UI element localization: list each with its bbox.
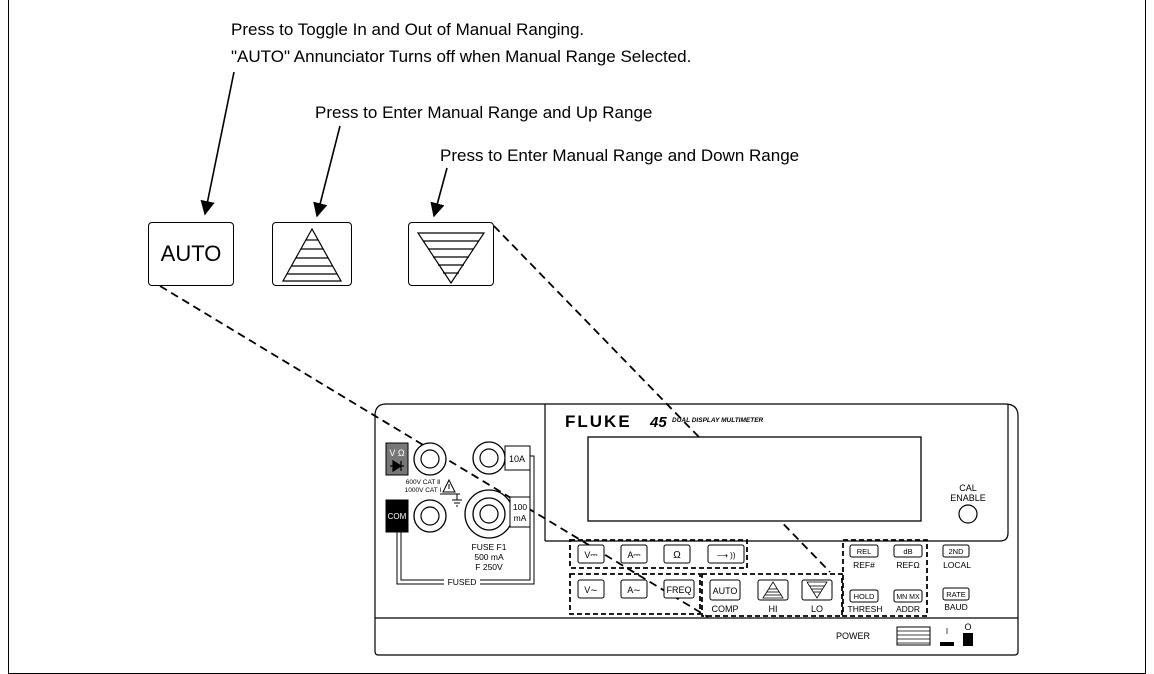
db-key-sub: REFΩ: [896, 560, 919, 570]
vac-key-label: V∼: [584, 585, 598, 595]
com-jack-inner: [420, 506, 440, 526]
hold-key-label: HOLD: [854, 592, 875, 601]
mnmx-key[interactable]: [893, 589, 923, 603]
ohm-key-label: Ω: [673, 550, 681, 561]
multimeter-body: [374, 403, 1019, 656]
vdc-key-label: V⎓: [584, 550, 597, 560]
hundred-ma-label-line2: mA: [514, 513, 527, 523]
power-button[interactable]: [896, 626, 931, 646]
big-auto-key-label: AUTO: [160, 241, 222, 266]
power-off-label: O: [964, 622, 971, 632]
fuse-label-line2: 500 mA: [474, 552, 504, 562]
right-keys-group: REL REF# dB REFΩ HOLD THRESH MN MX ADDR: [842, 539, 928, 617]
hold-key[interactable]: [849, 589, 879, 603]
second-key-sub: LOCAL: [943, 560, 971, 570]
rate-key[interactable]: [942, 587, 970, 601]
rel-key-sub: REF#: [853, 560, 875, 570]
fused-bracket: [396, 455, 535, 585]
big-up-range-key[interactable]: [272, 222, 352, 286]
hundred-ma-label-line1: 100: [513, 502, 527, 512]
adc-key-label: A⎓: [627, 550, 640, 560]
up-range-callout: Press to Enter Manual Range and Up Range: [315, 103, 653, 122]
figure-frame-left-edge: [8, 0, 9, 674]
up-range-key[interactable]: [757, 579, 789, 601]
auto-range-key[interactable]: [709, 579, 741, 601]
big-auto-key[interactable]: AUTO: [148, 222, 234, 286]
diode-icon: [390, 459, 404, 473]
fluke-logo: FLUKE: [565, 412, 632, 431]
auto-range-key-label: AUTO: [713, 586, 738, 596]
second-key-label: 2ND: [948, 547, 964, 556]
model-subtitle: DUAL DISPLAY MULTIMETER: [672, 417, 764, 424]
down-range-callout-arrow: [430, 167, 448, 218]
rel-key[interactable]: [849, 544, 879, 558]
range-keys-group: AUTO COMP HI LO: [701, 573, 843, 617]
down-range-callout: Press to Enter Manual Range and Down Ran…: [440, 146, 800, 165]
power-off-icon: [963, 633, 973, 646]
cat-rating-line2: 1000V CAT Ⅰ: [405, 487, 442, 494]
down-leader-dashed: [493, 225, 831, 573]
auto-callout-line1: Press to Toggle In and Out of Manual Ran…: [231, 20, 585, 39]
aac-key[interactable]: [620, 579, 648, 599]
warning-triangle-icon: [442, 478, 456, 493]
db-key-label: dB: [903, 547, 912, 556]
cal-enable-button[interactable]: [958, 504, 978, 524]
hold-key-sub: THRESH: [848, 604, 883, 614]
down-range-sub-label: LO: [811, 604, 823, 614]
ten-amp-label: 10A: [509, 454, 525, 464]
function-keys-group: V⎓ A⎓ Ω ⟶ )) V∼ A∼ FREQ: [569, 539, 748, 615]
cat-rating-line1: 600V CAT Ⅱ: [406, 479, 440, 486]
big-down-triangle-icon: [416, 232, 486, 285]
vdc-key[interactable]: [577, 544, 605, 564]
power-on-icon: [940, 642, 954, 646]
v-ohm-jack-label-bg: [385, 442, 409, 476]
power-on-label: I: [946, 627, 948, 636]
cal-enable-label-line1: CAL: [959, 483, 977, 493]
big-up-triangle-icon: [281, 227, 343, 282]
aac-key-label: A∼: [627, 585, 641, 595]
rate-key-label: RATE: [946, 590, 965, 599]
auto-callout-arrow: [200, 71, 235, 216]
rate-key-sub: BAUD: [944, 602, 968, 612]
lcd-display-window: [587, 436, 922, 522]
auto-callout-line2: "AUTO" Annunciator Turns off when Manual…: [231, 47, 692, 66]
small-up-triangle-icon: [762, 581, 784, 599]
mnmx-key-sub: ADDR: [896, 604, 920, 614]
cal-enable-label-line2: ENABLE: [950, 493, 986, 503]
fuse-label-line1: FUSE F1: [472, 542, 507, 552]
ten-amp-jack-inner: [479, 448, 499, 468]
rel-key-label: REL: [857, 547, 872, 556]
diode-continuity-key[interactable]: [707, 544, 745, 564]
model-number: 45: [649, 414, 667, 431]
v-ohm-jack-inner: [420, 449, 440, 469]
up-range-sub-label: HI: [769, 604, 778, 614]
fused-label: FUSED: [448, 577, 477, 587]
ten-amp-label-box: [504, 445, 531, 471]
auto-range-sub-label: COMP: [712, 604, 739, 614]
com-jack-label: COM: [388, 512, 407, 521]
power-label: POWER: [836, 631, 871, 641]
db-key[interactable]: [893, 544, 923, 558]
auto-leader-dashed: [159, 285, 709, 618]
v-ohm-jack-label: V Ω: [389, 448, 405, 458]
freq-key-label: FREQ: [666, 585, 691, 595]
vac-key[interactable]: [577, 579, 605, 599]
hundred-ma-jack-inner: [479, 504, 499, 524]
down-range-key[interactable]: [801, 579, 833, 601]
ohm-key[interactable]: [663, 544, 691, 564]
diode-continuity-key-label: ⟶ )): [716, 551, 735, 560]
second-key[interactable]: [942, 544, 970, 558]
mnmx-key-label: MN MX: [896, 594, 920, 601]
fuse-label-line3: F 250V: [475, 562, 503, 572]
freq-key[interactable]: [663, 579, 695, 599]
small-down-triangle-icon: [806, 581, 828, 599]
up-range-callout-arrow: [313, 125, 341, 218]
ground-icon: [440, 493, 462, 507]
adc-key[interactable]: [620, 544, 648, 564]
